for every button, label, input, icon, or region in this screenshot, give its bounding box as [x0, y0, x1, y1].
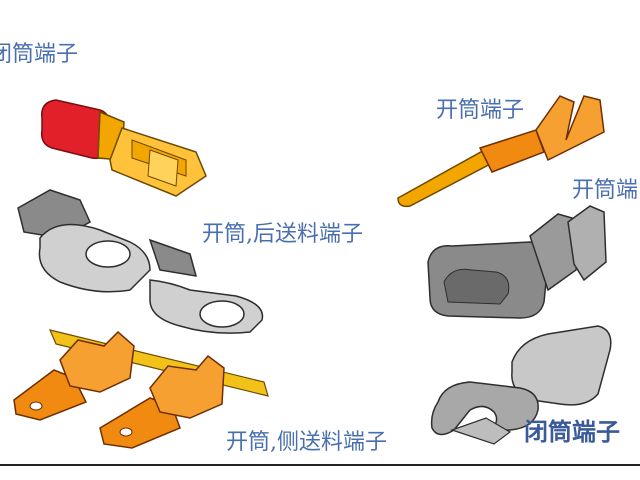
open-barrel-rear-feed-terminal-image [17, 189, 264, 334]
label-open-barrel-rear-feed-terminal: 开筒,后送料端子 [202, 222, 363, 247]
closed-barrel-fork-terminal-image [430, 325, 612, 445]
open-barrel-side-feed-terminal-image [13, 329, 269, 449]
label-open-barrel-terminal-truncated: 开筒端 [572, 178, 639, 203]
closed-barrel-insulated-terminal-image [40, 99, 207, 197]
open-barrel-pin-terminal-image [397, 95, 605, 208]
label-open-barrel-side-feed-terminal: 开筒,侧送料端子 [226, 430, 387, 455]
open-barrel-female-terminal-image [427, 205, 607, 319]
label-closed-barrel-terminal: 闭筒端子 [0, 42, 79, 67]
bottom-divider-line [0, 464, 640, 466]
label-open-barrel-terminal: 开筒端子 [436, 98, 525, 123]
label-closed-barrel-terminal-bottom: 闭筒端子 [524, 417, 620, 446]
